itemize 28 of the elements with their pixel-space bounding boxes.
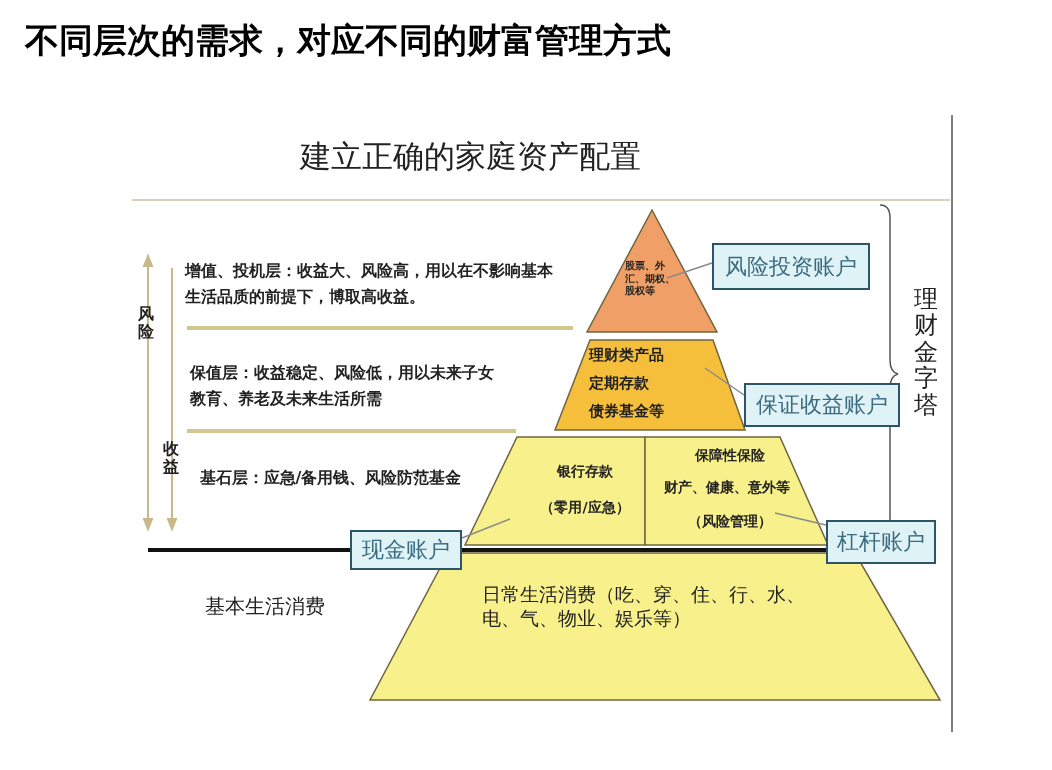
tier-text: （风险管理） xyxy=(687,513,773,531)
tier-text: 财产、健康、意外等 xyxy=(663,479,791,497)
description-text: 增值、投机层：收益大、风险高，用以在不影响基本生活品质的前提下，博取高收益。 xyxy=(185,260,553,308)
pyramid-tier-section xyxy=(463,436,646,546)
account-label-box: 现金账户 xyxy=(350,530,462,570)
pyramid-tier-trapezoid xyxy=(553,339,747,431)
account-label-box: 杠杆账户 xyxy=(826,520,936,564)
diagram-heading: 建立正确的家庭资产配置 xyxy=(300,137,641,176)
vertical-label: 理财金字塔 xyxy=(914,286,938,418)
tier-text: 股票、外汇、期权、股权等 xyxy=(625,260,676,298)
account-label-box: 风险投资账户 xyxy=(712,243,870,290)
tier-text: 债券基金等 xyxy=(589,402,664,421)
pyramid-top-triangle xyxy=(585,208,719,333)
page-title: 不同层次的需求，对应不同的财富管理方式 xyxy=(25,19,671,62)
vertical-label: 收益 xyxy=(163,440,179,476)
vertical-label: 风险 xyxy=(138,305,154,341)
leader-line xyxy=(774,512,827,526)
tier-text: 保障性保险 xyxy=(694,447,766,465)
account-label-box: 保证收益账户 xyxy=(744,383,900,427)
tier-text: 日常生活消费（吃、穿、住、行、水、电、气、物业、娱乐等） xyxy=(482,583,806,631)
tier-text: 定期存款 xyxy=(589,374,649,393)
description-text: 基石层：应急/备用钱、风险防范基金 xyxy=(198,467,463,489)
tier-text: 理财类产品 xyxy=(589,346,664,365)
tier-text: 银行存款 xyxy=(555,463,614,481)
leader-line xyxy=(666,262,713,279)
description-text: 保值层：收益稳定、风险低，用以未来子女教育、养老及未来生活所需 xyxy=(190,362,495,410)
tier-text: （零用/应急） xyxy=(539,499,631,517)
description-text: 基本生活消费 xyxy=(205,593,325,620)
